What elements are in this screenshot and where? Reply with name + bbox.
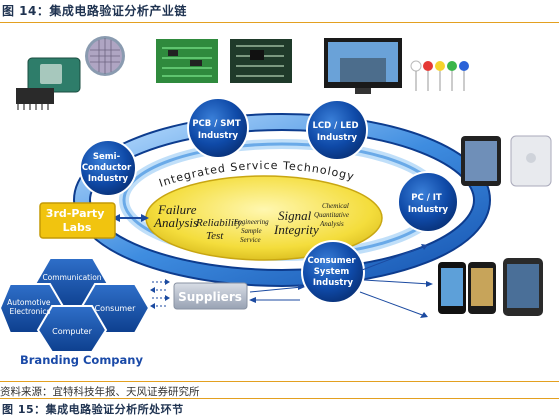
next-figure-title: 图 15：集成电路验证分析所处环节 bbox=[2, 403, 184, 416]
led-lamps-image bbox=[410, 60, 469, 91]
service-engineering-sample: Engineering Sample Service bbox=[233, 218, 270, 244]
tv-image bbox=[324, 38, 402, 94]
svg-text:3rd-Party Labs: 3rd-Party Labs bbox=[46, 207, 108, 234]
consumer-to-devices-arrows bbox=[359, 245, 431, 317]
service-reliability-test: Reliability Test bbox=[195, 217, 245, 242]
svg-text:PCB / SMT Industry: PCB / SMT Industry bbox=[192, 119, 243, 141]
hex-computer-label: Computer bbox=[52, 327, 92, 336]
svg-text:PC / IT Industry: PC / IT Industry bbox=[408, 193, 449, 215]
wafer-image bbox=[85, 36, 125, 76]
smartphones-image bbox=[438, 258, 543, 316]
source-rule-bottom bbox=[0, 398, 559, 399]
branding-company-label: Branding Company bbox=[20, 353, 143, 367]
title-rule bbox=[0, 22, 559, 23]
arrowheads bbox=[150, 279, 170, 309]
service-failure-analysis: Failure Analysis bbox=[153, 202, 200, 230]
circuit-board-image bbox=[230, 39, 292, 83]
device-arrowheads bbox=[420, 244, 433, 318]
tablet-back-image bbox=[510, 135, 552, 187]
figure-title: 图 14：集成电路验证分析产业链 bbox=[2, 4, 187, 18]
branding-supplier-arrows bbox=[152, 281, 168, 307]
node-pc-it-industry: PC / IT Industry bbox=[397, 171, 459, 233]
svg-text:LCD / LED Industry: LCD / LED Industry bbox=[313, 121, 362, 143]
svg-text:Suppliers: Suppliers bbox=[178, 290, 242, 304]
service-chemical-analysis: Chemical Quantitative Analysis bbox=[314, 202, 351, 228]
hex-consumer-label: Consumer bbox=[95, 304, 137, 313]
suppliers-box: Suppliers bbox=[173, 282, 248, 310]
pcb-board-image bbox=[156, 39, 218, 83]
hex-communication-label: Communication bbox=[42, 273, 101, 282]
node-lcd-led-industry: LCD / LED Industry bbox=[306, 99, 368, 161]
service-signal-integrity: Signal Integrity bbox=[273, 208, 319, 237]
source-note: 资料来源：宜特科技年报、天风证券研究所 bbox=[0, 386, 200, 398]
hex-computer bbox=[36, 305, 108, 353]
svg-text:Semi- Conductor In: Semi- Conductor Industry bbox=[82, 152, 134, 184]
node-semiconductor-industry: Semi- Conductor Industry bbox=[79, 139, 137, 197]
node-pcb-smt-industry: PCB / SMT Industry bbox=[187, 97, 249, 159]
node-consumer-system-industry: Consumer System Industry bbox=[301, 240, 365, 304]
source-rule-top bbox=[0, 381, 559, 382]
svg-text:Consumer System In: Consumer System Industry bbox=[307, 256, 358, 288]
value-chain-diagram: Integrated Service Technology Failure An… bbox=[0, 36, 552, 367]
suppliers-consumer-arrows bbox=[249, 284, 305, 303]
branding-company-cluster: Communication Automotive Electronics Con… bbox=[0, 257, 151, 367]
chip-package-image bbox=[16, 57, 81, 110]
tablet-image bbox=[461, 136, 501, 186]
third-party-labs-box: 3rd-Party Labs bbox=[39, 202, 149, 239]
hex-automotive-label: Automotive Electronics bbox=[7, 298, 53, 316]
